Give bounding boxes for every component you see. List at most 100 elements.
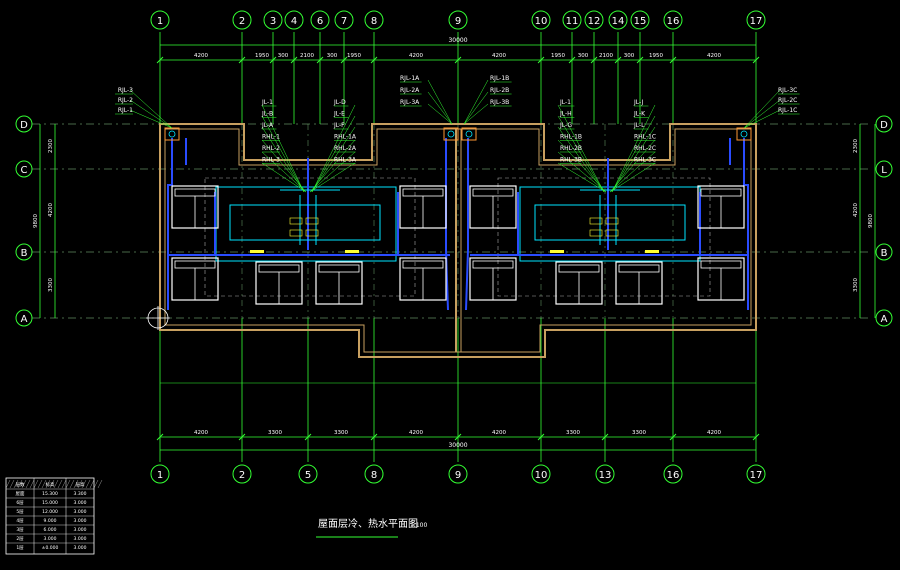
legend-table-hatch <box>53 479 59 489</box>
legend-table-cell: 3.300 <box>74 491 87 497</box>
leader-line <box>427 103 453 125</box>
dim-top-value: 4200 <box>707 53 721 59</box>
grid-lines <box>32 32 870 462</box>
pipe-label: RHL-1 <box>262 134 280 141</box>
grid-bubble-top <box>150 10 170 30</box>
legend-table-cell: 15.300 <box>42 491 58 497</box>
leader-line <box>609 151 656 193</box>
legend-table-cell: 9.000 <box>44 518 57 524</box>
grid-bubble-top-label: 7 <box>341 16 347 27</box>
dim-tick <box>269 56 277 64</box>
grid-bubble-right <box>875 115 893 133</box>
grid-bubble-bottom-label: 13 <box>599 470 612 481</box>
legend-table-cell: 屋面 <box>16 491 25 497</box>
dim-tick <box>669 56 677 64</box>
pipe-label: RHL-1C <box>634 134 656 141</box>
legend-table-cell: 12.000 <box>42 509 58 515</box>
pipe-label: JL-F <box>333 122 345 129</box>
leader-line <box>463 79 489 125</box>
pipe-hot-water <box>465 138 469 311</box>
legend-table-cell: 3.000 <box>44 536 57 542</box>
dim-right-value: 3300 <box>853 278 859 292</box>
legend-table-hatch <box>73 479 79 489</box>
pipe-label: JL-1 <box>559 99 571 106</box>
leader-line <box>309 151 356 193</box>
valve-symbol <box>289 229 303 237</box>
grid-bubble-top-label: 3 <box>270 16 276 27</box>
dim-bottom-value: 4200 <box>707 430 721 436</box>
pipe-label: RJL-2A <box>400 87 420 94</box>
riser-pipe <box>447 130 455 138</box>
pipe-label: RJL-3C <box>778 87 797 94</box>
pipe-label: RJL-3 <box>118 87 133 94</box>
pipe-label: RJL-1A <box>400 75 420 82</box>
pipe-label: RHL-1B <box>560 134 582 141</box>
legend-table-cell: 6.000 <box>44 527 57 533</box>
grid-bubble-left <box>15 115 33 133</box>
grid-bubble-top <box>310 10 330 30</box>
pipe-label: JL-A <box>261 122 274 129</box>
pipe-label: RHL-2C <box>634 145 656 152</box>
dim-tick <box>614 56 622 64</box>
dim-left-value: 4200 <box>48 203 54 217</box>
pipe-cold-water <box>229 204 381 241</box>
pipe-labels: RJL-3RJL-2RJL-1JL-1JL-BJL-ARHL-1RHL-2RHL… <box>115 75 800 193</box>
pipe-label: RHL-2B <box>560 145 582 152</box>
legend-table-cell: 层高 <box>76 481 85 488</box>
water-heater-top <box>402 260 444 269</box>
grid-bubble-bottom-label: 2 <box>239 470 245 481</box>
dim-bottom-total: 30000 <box>448 442 467 449</box>
dim-tick <box>601 433 609 441</box>
grid-bubble-right-label: L <box>881 165 887 176</box>
valve-symbol <box>589 217 603 225</box>
leader-line <box>129 99 173 129</box>
leader-line <box>611 104 656 193</box>
dim-tick <box>370 56 378 64</box>
legend-table-hatch <box>9 479 15 489</box>
grid-bubble-right <box>875 243 893 261</box>
grid-bubble-bottom <box>150 464 170 484</box>
legend-table-cell: 3.000 <box>74 518 87 524</box>
grid-bubble-top-label: 1 <box>157 16 163 27</box>
grid-bubble-top-label: 8 <box>371 16 377 27</box>
pipe-hot-water <box>167 138 173 310</box>
pipe-label: JL-B <box>261 111 273 118</box>
leader-line <box>427 79 453 125</box>
accent-fixture <box>550 250 564 253</box>
dim-left-total: 9800 <box>33 214 39 228</box>
leader-line <box>743 109 781 129</box>
pipe-label: RHL-3B <box>560 157 582 164</box>
dim-bottom-value: 4200 <box>492 430 506 436</box>
legend-table-hatch <box>65 479 71 489</box>
grid-bubble-bottom <box>663 464 683 484</box>
dim-tick <box>156 56 164 64</box>
grid-bubble-top <box>232 10 252 30</box>
leader-line <box>557 162 607 193</box>
grid-bubble-bottom-label: 10 <box>535 470 548 481</box>
water-heater-top <box>618 264 660 273</box>
grid-bubble-bottom-label: 8 <box>371 470 377 481</box>
legend-table-cell: 3.000 <box>74 509 87 515</box>
grid-bubble-top <box>663 10 683 30</box>
grid-bubble-right <box>875 309 893 327</box>
legend-table-cell: 2层 <box>16 536 24 542</box>
dim-bottom-value: 3300 <box>334 430 348 436</box>
legend-table-hatch <box>89 479 95 489</box>
grid-bubble-left <box>15 160 33 178</box>
grid-bubble-bottom <box>595 464 615 484</box>
dim-tick <box>636 56 644 64</box>
dim-top-value: 300 <box>624 53 635 59</box>
legend-table-hatch <box>21 479 27 489</box>
dim-left-value: 2300 <box>48 139 54 153</box>
legend-table-cell: 3层 <box>16 527 24 533</box>
grid-bubble-left-label: D <box>20 120 28 131</box>
dim-right-total: 9800 <box>868 214 874 228</box>
dim-tick <box>340 56 348 64</box>
grid-bubble-top <box>746 10 766 30</box>
dim-bottom-value: 3300 <box>632 430 646 436</box>
pipe-label: RHL-3C <box>634 157 656 164</box>
valve-symbol <box>605 217 619 225</box>
grid-bubble-top <box>608 10 628 30</box>
